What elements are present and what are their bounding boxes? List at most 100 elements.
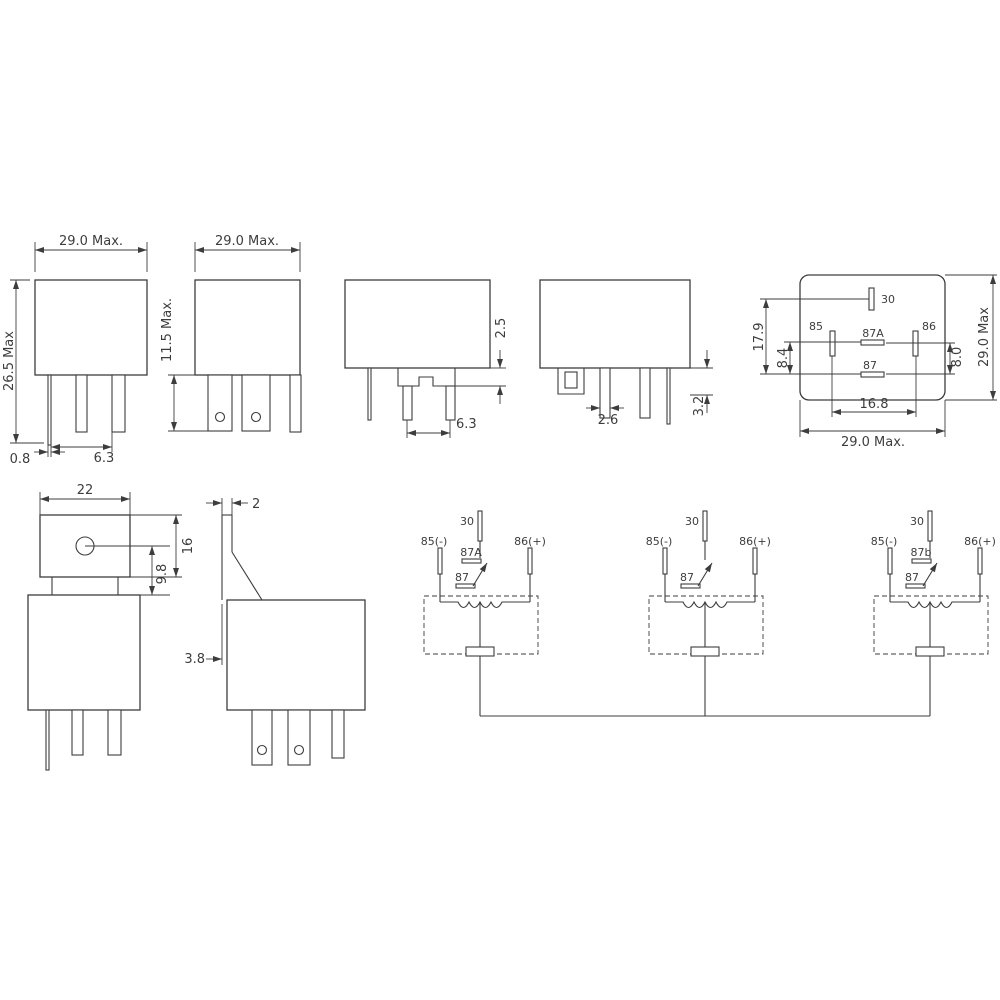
view-bracket-side: 2 3.8 (184, 497, 366, 766)
schematic-changeover-87b: 30 85(-) 86(+) 87b 87 (871, 510, 996, 716)
sch1-87-terminal (455, 583, 476, 589)
dim-side-step-lines (455, 350, 506, 404)
dim-front-height-lines (10, 279, 44, 444)
dim-front2-width: 29.0 Max. (215, 234, 279, 249)
sch1-86-terminal (527, 547, 533, 575)
side2-slot (564, 371, 578, 389)
sch1-86-label: 86(+) (514, 535, 546, 548)
sch2-85-terminal (662, 547, 668, 575)
sch1-30-label: 30 (460, 515, 474, 528)
sch1-87-label: 87 (455, 571, 469, 584)
dim-pin-spacing: 6.3 (94, 451, 115, 466)
terminal-30-label: 30 (881, 293, 895, 306)
dim-bottom-height-lines (945, 274, 997, 401)
relay-body-side (344, 279, 491, 369)
sch3-coil (890, 600, 980, 609)
sch2-85-label: 85(-) (646, 535, 673, 548)
sch3-85-label: 85(-) (871, 535, 898, 548)
relay-body-front2 (194, 279, 301, 376)
side-base-step (397, 368, 456, 387)
pin-hole (250, 411, 262, 423)
view-bracket-front: 22 16 9.8 (27, 483, 196, 771)
sch3-30-label: 30 (910, 515, 924, 528)
pin-hole (214, 411, 226, 423)
view-front2: 29.0 Max. 11.5 Max. (160, 234, 302, 433)
dim-bracket-thickness: 2 (252, 497, 260, 512)
relay-body-bracket-front (27, 594, 141, 711)
dim-side2-step: 3.2 (692, 396, 707, 417)
dim-side2-pin-width: 2.6 (598, 413, 619, 428)
dim-tab-height-lines (130, 514, 182, 578)
terminal-87a (860, 339, 885, 346)
dim-hole-offset: 9.8 (155, 564, 170, 585)
dim-side-pin-spacing-lines (406, 420, 451, 438)
terminal-87 (860, 371, 885, 378)
sch2-coil (665, 600, 755, 609)
sch2-86-terminal (752, 547, 758, 575)
sch3-resistor (915, 646, 945, 657)
dim-bottom-16-8: 16.8 (860, 397, 889, 412)
dim-front-width: 29.0 Max. (59, 234, 123, 249)
dim-bottom-17-9: 17.9 (752, 323, 767, 352)
front2-pins (207, 374, 302, 433)
dim-pin-thickness: 0.8 (10, 452, 31, 467)
dim-bracket-offset: 3.8 (184, 652, 205, 667)
pin-hole (293, 744, 305, 756)
sch3-85-terminal (887, 547, 893, 575)
sch1-87a-label: 87A (460, 546, 482, 559)
dim-hole-offset-lines (140, 546, 170, 596)
sch2-87-label: 87 (680, 571, 694, 584)
dim-bottom-8-4-lines (784, 341, 861, 374)
terminal-86 (912, 330, 919, 357)
dim-bottom-8-0: 8.0 (950, 347, 965, 368)
sch1-85-terminal (437, 547, 443, 575)
dim-bottom-8-4: 8.4 (776, 348, 791, 369)
sch1-coil (440, 600, 530, 609)
schematic-changeover: 30 85(-) 86(+) 87A 87 (421, 510, 546, 716)
side2-pins (599, 367, 671, 425)
sch1-87a-terminal (461, 558, 482, 564)
dim-bottom-width: 29.0 Max. (841, 435, 905, 450)
dim-bottom-width-lines (799, 400, 946, 437)
sch2-contact-arm (697, 562, 713, 587)
bracket-side-pins (251, 709, 345, 766)
dim-pin-spacing-lines (51, 432, 113, 452)
terminal-85 (829, 330, 836, 357)
sch1-contact-arm (472, 562, 488, 587)
bracket-front-pins (45, 709, 122, 771)
sch3-87b-label: 87b (911, 546, 932, 559)
dim-front2-width-lines (194, 242, 301, 272)
terminal-85-label: 85 (809, 320, 823, 333)
sch2-30-label: 30 (685, 515, 699, 528)
dim-front-width-lines (34, 242, 148, 272)
dim-bracket-width-lines (39, 492, 131, 515)
dim-front-height: 26.5 Max (2, 331, 17, 391)
sch3-87b-terminal (911, 558, 932, 564)
sch3-contact-arm (922, 562, 938, 587)
sch1-85-label: 85(-) (421, 535, 448, 548)
dim-pin-length: 11.5 Max. (160, 298, 175, 362)
side2-base-step (557, 368, 585, 395)
dim-bottom-16-8-lines (831, 356, 917, 417)
dim-bracket-thickness-lines (206, 498, 248, 515)
sch2-87-terminal (680, 583, 701, 589)
sch3-87-terminal (905, 583, 926, 589)
view-side: 2.5 6.3 (344, 279, 509, 438)
relay-body-bracket-side (226, 599, 366, 711)
terminal-86-label: 86 (922, 320, 936, 333)
bracket-side-strip (221, 514, 263, 601)
side-pins (367, 367, 456, 421)
sch3-86-terminal (977, 547, 983, 575)
dim-pin-length-lines (168, 374, 208, 432)
relay-body-front (34, 279, 148, 376)
view-side2: 2.6 3.2 (539, 279, 713, 428)
relay-body-side2 (539, 279, 691, 369)
pin-hole (256, 744, 268, 756)
dim-side-step: 2.5 (494, 318, 509, 339)
dim-tab-height: 16 (181, 538, 196, 555)
sch1-30-terminal (477, 510, 483, 542)
dim-bottom-17-9-lines (760, 298, 869, 375)
dim-bracket-width: 22 (77, 483, 94, 498)
dim-side-pin-spacing: 6.3 (456, 417, 477, 432)
